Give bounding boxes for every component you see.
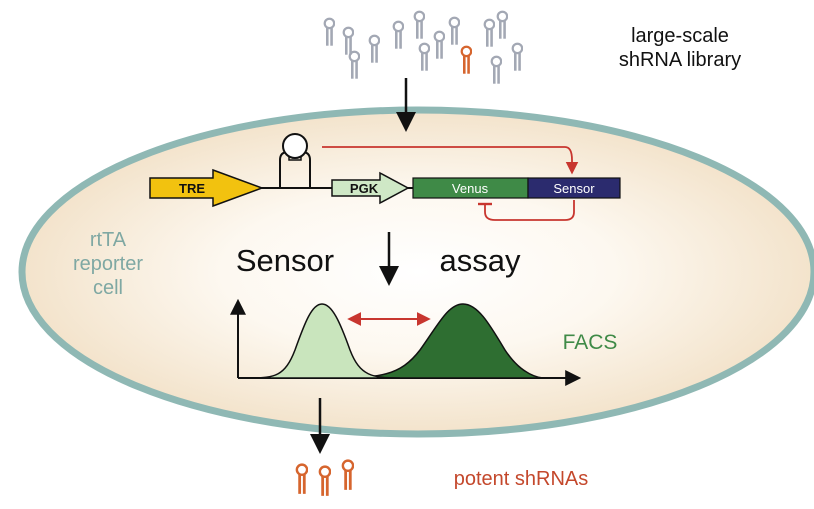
shrna-hairpin-icon bbox=[418, 42, 430, 72]
tre-label: TRE bbox=[179, 181, 205, 196]
facs-peak-light bbox=[249, 303, 401, 379]
cell-label-line2: reporter bbox=[73, 253, 143, 275]
shrna-hairpin-icon bbox=[342, 26, 354, 56]
targeting-arrow bbox=[322, 146, 579, 175]
shrna-hairpin-icon bbox=[413, 10, 425, 40]
pgk-promoter bbox=[331, 171, 410, 205]
assay-word-assay: assay bbox=[440, 243, 521, 278]
venus-label: Venus bbox=[452, 181, 489, 196]
potent-shrna-hairpin-icon bbox=[295, 463, 308, 496]
assay-word-sensor: Sensor bbox=[236, 243, 334, 278]
potent-shrna-hairpins bbox=[295, 459, 354, 498]
tre-promoter bbox=[149, 168, 265, 208]
sensor-label: Sensor bbox=[553, 181, 595, 196]
shrna-hairpin-icon bbox=[433, 30, 445, 60]
facs-label: FACS bbox=[563, 331, 618, 354]
construct-hairpin bbox=[279, 133, 311, 188]
facs-plot bbox=[230, 298, 582, 386]
potent-label: potent shRNAs bbox=[454, 468, 589, 490]
library-label-line1: large-scale bbox=[631, 25, 729, 47]
shrna-hairpin-icon bbox=[392, 20, 404, 50]
cell-label-line3: cell bbox=[93, 277, 123, 299]
shrna-hairpin-icon bbox=[511, 42, 523, 72]
shrna-hairpin-icon bbox=[490, 55, 502, 85]
shrna-library-hairpins bbox=[323, 10, 523, 85]
shrna-hairpin-icon bbox=[483, 18, 495, 48]
shrna-hairpin-icon bbox=[496, 10, 508, 40]
cell-label-line1: rtTA bbox=[90, 229, 127, 251]
shrna-hairpin-icon bbox=[368, 34, 380, 64]
potent-shrna-hairpin-icon bbox=[318, 465, 331, 498]
selected-shrna-hairpin-icon bbox=[460, 45, 472, 75]
pgk-label: PGK bbox=[350, 181, 379, 196]
potent-shrna-hairpin-icon bbox=[341, 459, 354, 492]
sensor-box bbox=[527, 177, 621, 199]
shrna-hairpin-icon bbox=[323, 17, 335, 47]
facs-peak-dark bbox=[329, 303, 546, 379]
shrna-hairpin-icon bbox=[348, 50, 360, 80]
shrna-hairpin-icon bbox=[448, 16, 460, 46]
repression-loop bbox=[484, 200, 575, 221]
library-label-line2: shRNA library bbox=[619, 49, 741, 71]
